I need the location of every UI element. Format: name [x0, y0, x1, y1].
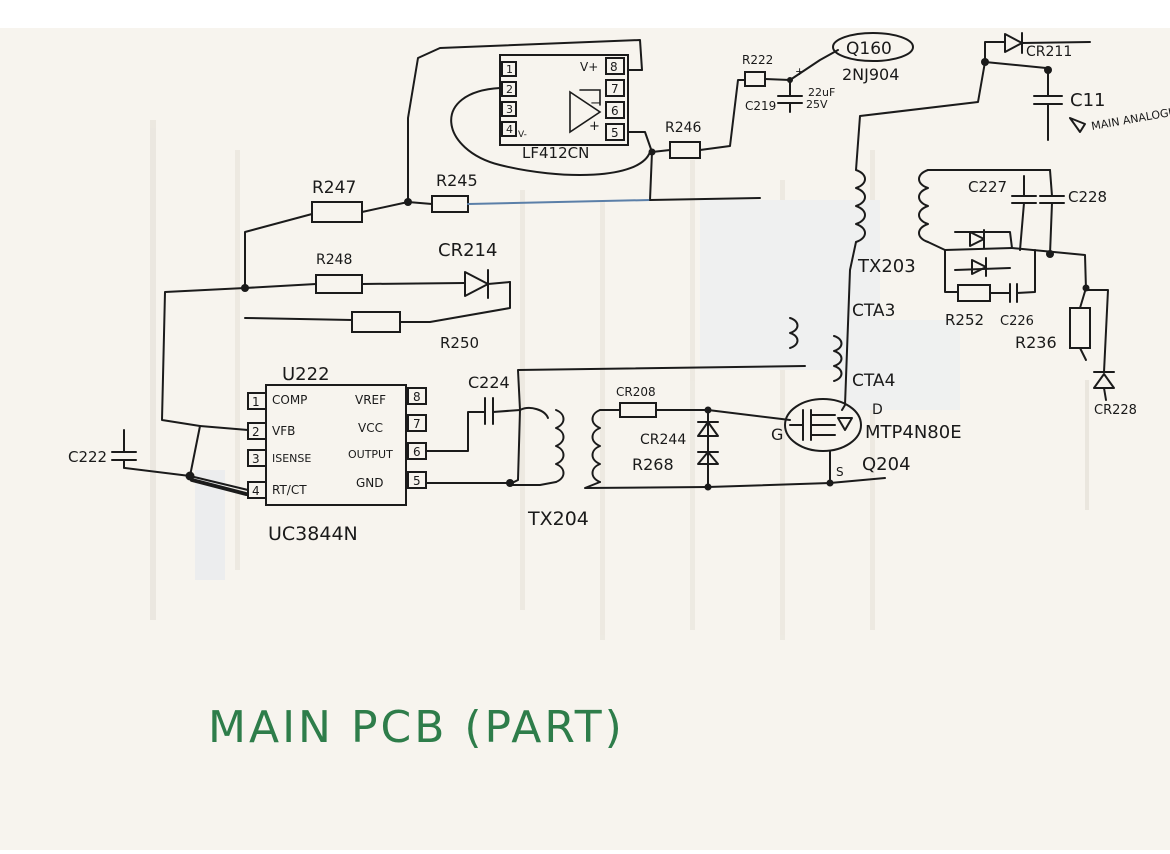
- u222-vfb-label: VFB: [272, 424, 295, 438]
- lf412-vminus-label: V-: [518, 130, 527, 140]
- tx203-secondary: [918, 169, 929, 243]
- paper: [0, 28, 1170, 850]
- u222-gnd-label: GND: [356, 476, 384, 490]
- tx203-primary: [855, 169, 866, 243]
- q160-label: Q160: [846, 39, 892, 59]
- q160-part-label: 2NJ904: [842, 65, 899, 84]
- cr244-label: CR244: [640, 432, 686, 448]
- u222-vcc-label: VCC: [358, 421, 383, 435]
- u222-pin-5: 5: [413, 474, 421, 488]
- lf412-chip: [499, 54, 629, 146]
- c227-label: C227: [968, 178, 1007, 196]
- r247-label: R247: [312, 178, 356, 198]
- u222-pin-8: 8: [413, 390, 421, 404]
- lf412-opamp-symbol: [569, 90, 602, 134]
- lf412-pin-6: 6: [611, 104, 619, 118]
- u222-chip: [265, 384, 407, 506]
- lf412-pin-8: 8: [610, 60, 618, 74]
- r236-label: R236: [1015, 333, 1057, 352]
- lf412-pin-5: 5: [611, 126, 619, 140]
- lf412-pin-7: 7: [611, 82, 619, 96]
- cr211-diode: [1004, 33, 1023, 53]
- r245-label: R245: [436, 171, 478, 190]
- u222-output-label: OUTPUT: [348, 448, 393, 461]
- r252-label: R252: [945, 311, 984, 329]
- u222-pin-1: 1: [252, 395, 260, 409]
- c219-value-1: 22uF: [808, 86, 835, 99]
- u222-pin-3: 3: [252, 452, 260, 466]
- r268-label: R268: [632, 455, 674, 474]
- tx204-primary: [555, 409, 565, 483]
- cta3-label: CTA3: [852, 301, 895, 321]
- u222-vref-label: VREF: [355, 393, 386, 407]
- cta4-label: CTA4: [852, 371, 895, 391]
- scan-top-margin: [0, 0, 1170, 28]
- c228-label: C228: [1068, 188, 1107, 206]
- u222-pin-2: 2: [252, 425, 260, 439]
- uc3844-label: UC3844N: [268, 523, 358, 545]
- r250-label: R250: [440, 334, 479, 352]
- lf412-right-pins: V+ 8 7 6 5 V-: [518, 57, 625, 141]
- tx204-secondary: [591, 409, 601, 483]
- svg-text:−: −: [590, 96, 601, 111]
- u222-pin-4: 4: [252, 484, 260, 498]
- u222-label: U222: [282, 364, 330, 385]
- q204-source-label: S: [836, 465, 844, 479]
- u222-rtct-label: RT/CT: [272, 483, 307, 497]
- cr214-label: CR214: [438, 240, 497, 261]
- svg-text:+: +: [589, 119, 600, 134]
- cta4-winding: [833, 335, 843, 382]
- lf412-vplus-label: V+: [580, 60, 598, 74]
- q204-mosfet-body: [784, 398, 862, 452]
- u222-isense-label: ISENSE: [272, 452, 311, 465]
- lf412-pin-4: 4: [506, 123, 513, 136]
- c11-label: C11: [1070, 90, 1105, 111]
- r246-label: R246: [665, 120, 702, 136]
- r222-label: R222: [742, 53, 773, 67]
- page-caption: MAIN PCB (PART): [208, 702, 625, 753]
- u222-pins: 1 2 3 4 8 7 6 5 COMP VFB ISENSE RT/CT VR…: [247, 387, 427, 499]
- u222-comp-label: COMP: [272, 393, 307, 407]
- lf412-pin-2: 2: [506, 83, 513, 96]
- cr214-diode: [464, 271, 489, 297]
- q204-drain-label: D: [872, 402, 883, 418]
- cr211-label: CR211: [1026, 44, 1072, 60]
- lf412-pin-3: 3: [506, 103, 513, 116]
- u222-pin-6: 6: [413, 445, 421, 459]
- c219-label: C219: [745, 99, 776, 113]
- mosfet-part-label: MTP4N80E: [865, 422, 962, 443]
- q204-gate-label: G: [771, 425, 783, 444]
- c224-label: C224: [468, 373, 510, 392]
- cr228-label: CR228: [1094, 403, 1137, 418]
- lf412-label: LF412CN: [522, 144, 589, 162]
- u222-pin-7: 7: [413, 417, 421, 431]
- lf412-pin-1: 1: [506, 63, 513, 76]
- c226-label: C226: [1000, 314, 1034, 329]
- q160-callout: [832, 32, 914, 62]
- c222-label: C222: [68, 448, 107, 466]
- svg-text:+: +: [795, 65, 804, 78]
- tx203-label: TX203: [857, 256, 916, 277]
- c219-value-2: 25V: [806, 98, 828, 111]
- lf412-left-pins: 1 2 3 4: [501, 61, 517, 137]
- r248-label: R248: [316, 252, 352, 268]
- q204-label: Q204: [862, 454, 911, 475]
- tx204-label: TX204: [527, 508, 589, 530]
- cr208-label: CR208: [616, 385, 656, 399]
